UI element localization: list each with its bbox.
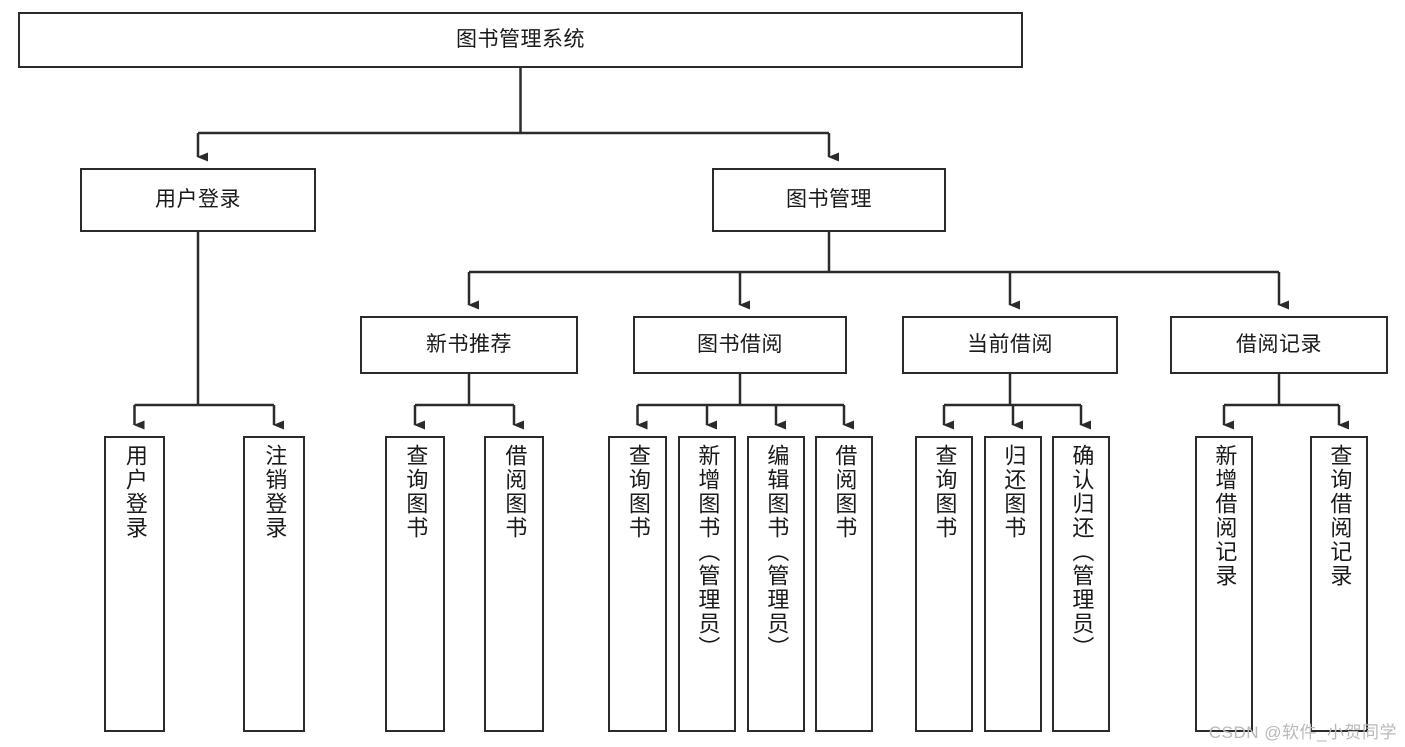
- node-label-leaf_rec2: 查询借阅记录: [1327, 444, 1353, 588]
- edge-lines: [133, 68, 1349, 430]
- node-label-leaf_bor3: 编辑图书（管理员）: [764, 444, 790, 660]
- node-leaf_login2[interactable]: 注销登录: [243, 436, 305, 732]
- node-leaf_new2[interactable]: 借阅图书: [484, 436, 544, 732]
- node-login[interactable]: 用户登录: [80, 168, 316, 232]
- node-label-leaf_bor4: 借阅图书: [832, 444, 858, 540]
- node-label-leaf_new2: 借阅图书: [502, 444, 528, 540]
- node-record[interactable]: 借阅记录: [1170, 316, 1388, 374]
- node-label-leaf_bor2: 新增图书（管理员）: [695, 444, 721, 660]
- node-label-leaf_cur2: 归还图书: [1001, 444, 1027, 540]
- node-label-leaf_login1: 用户登录: [122, 444, 148, 540]
- node-leaf_bor2[interactable]: 新增图书（管理员）: [678, 436, 736, 732]
- node-leaf_cur3[interactable]: 确认归还（管理员）: [1052, 436, 1110, 732]
- node-leaf_cur2[interactable]: 归还图书: [984, 436, 1042, 732]
- node-leaf_login1[interactable]: 用户登录: [104, 436, 165, 732]
- node-label-current: 当前借阅: [967, 332, 1053, 356]
- node-leaf_cur1[interactable]: 查询图书: [915, 436, 973, 732]
- node-label-leaf_login2: 注销登录: [262, 444, 288, 540]
- node-leaf_rec1[interactable]: 新增借阅记录: [1195, 436, 1253, 732]
- node-leaf_bor4[interactable]: 借阅图书: [815, 436, 873, 732]
- node-label-bookmgmt: 图书管理: [786, 187, 872, 211]
- node-newbook[interactable]: 新书推荐: [360, 316, 578, 374]
- node-label-record: 借阅记录: [1236, 332, 1322, 356]
- node-leaf_bor3[interactable]: 编辑图书（管理员）: [747, 436, 805, 732]
- node-label-newbook: 新书推荐: [426, 332, 512, 356]
- node-borrow[interactable]: 图书借阅: [633, 316, 847, 374]
- node-label-leaf_rec1: 新增借阅记录: [1212, 444, 1238, 588]
- node-current[interactable]: 当前借阅: [902, 316, 1118, 374]
- node-label-leaf_new1: 查询图书: [403, 444, 429, 540]
- node-root[interactable]: 图书管理系统: [18, 12, 1023, 68]
- node-leaf_new1[interactable]: 查询图书: [385, 436, 445, 732]
- node-label-login: 用户登录: [155, 187, 241, 211]
- node-leaf_rec2[interactable]: 查询借阅记录: [1310, 436, 1368, 732]
- node-label-leaf_cur3: 确认归还（管理员）: [1069, 444, 1095, 660]
- node-label-leaf_cur1: 查询图书: [932, 444, 958, 540]
- node-label-borrow: 图书借阅: [697, 332, 783, 356]
- node-label-leaf_bor1: 查询图书: [625, 444, 651, 540]
- node-label-root: 图书管理系统: [456, 27, 585, 51]
- node-leaf_bor1[interactable]: 查询图书: [608, 436, 667, 732]
- node-bookmgmt[interactable]: 图书管理: [712, 168, 946, 232]
